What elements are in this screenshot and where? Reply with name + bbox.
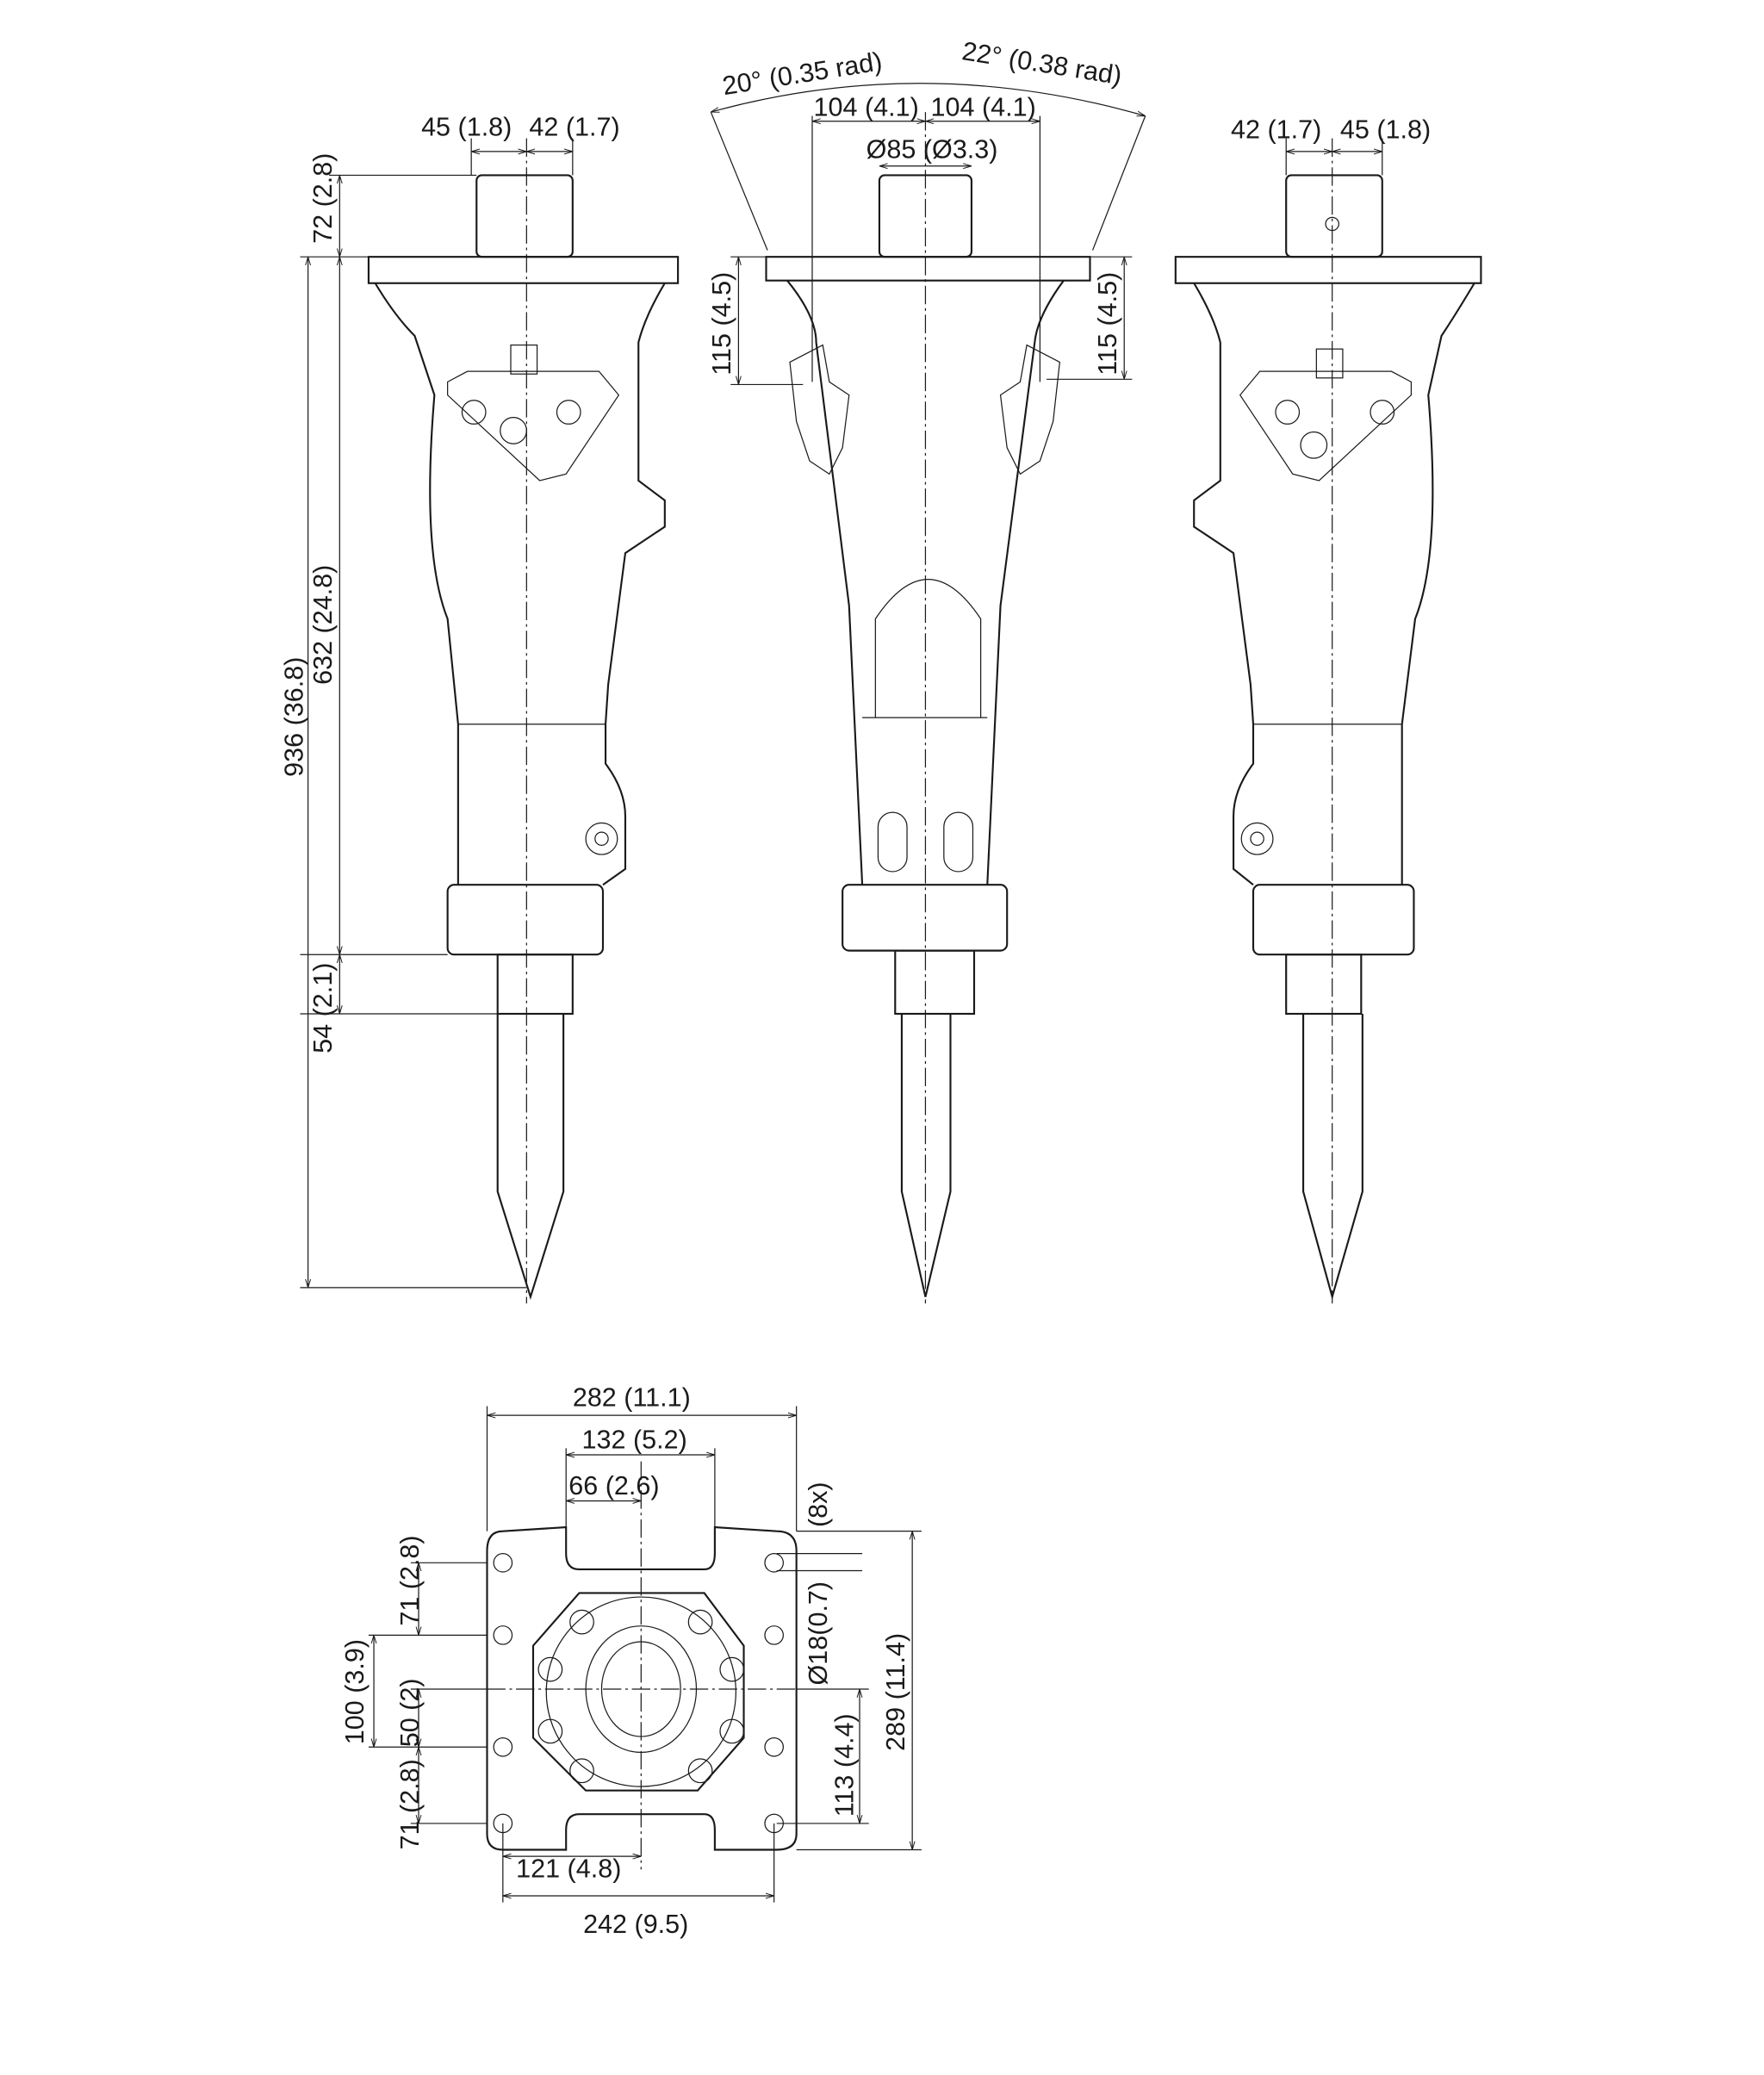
dim-shank-diameter: Ø85 (Ø3.3)	[866, 135, 998, 165]
dim-hole-diameter: Ø18(0.7)	[804, 1581, 833, 1686]
top-view-mounting-plate: 282 (11.1) 132 (5.2) 66 (2.6) (8x) Ø18(0…	[340, 1382, 922, 1939]
dim-hole-half-mid: 50 (2)	[395, 1678, 425, 1747]
side-view-right: 42 (1.7) 45 (1.8)	[1174, 115, 1482, 1304]
dim-hole-half-x: 121 (4.8)	[516, 1854, 621, 1884]
dim-shank-height: 72 (2.8)	[308, 153, 338, 244]
dim-plate-height: 289 (11.4)	[881, 1633, 910, 1751]
dim-port-height-right: 115 (4.5)	[1093, 272, 1122, 376]
dim-offset-left: 104 (4.1)	[814, 93, 919, 122]
dim-bushing-length: 54 (2.1)	[308, 963, 338, 1053]
dim-notch-width: 132 (5.2)	[582, 1425, 687, 1454]
side-view-left: 45 (1.8) 42 (1.7) 72 (2.8) 632 (24.8) 93…	[280, 113, 680, 1304]
dim-hole-span-mid: 100 (3.9)	[340, 1639, 370, 1744]
dim-hole-pitch-bottom: 71 (2.8)	[395, 1759, 425, 1849]
dim-hole-pitch-top: 71 (2.8)	[395, 1535, 425, 1625]
dim-hole-count: (8x)	[804, 1482, 833, 1527]
dim-plate-width: 282 (11.1)	[573, 1382, 691, 1412]
dim-center-offset: 113 (4.4)	[829, 1713, 859, 1817]
dim-shank-left: 45 (1.8)	[421, 113, 512, 142]
dim-shank-right: 42 (1.7)	[529, 113, 619, 142]
dim-hole-span-x: 242 (9.5)	[583, 1910, 688, 1939]
dim-port-height-left: 115 (4.5)	[707, 272, 736, 376]
dim-offset-right: 104 (4.1)	[931, 93, 1036, 122]
dim-notch-half: 66 (2.6)	[568, 1471, 659, 1500]
dim-total-length: 936 (36.8)	[280, 657, 309, 777]
dim-shank-right: 45 (1.8)	[1340, 115, 1431, 145]
dim-shank-left: 42 (1.7)	[1231, 115, 1321, 145]
front-view: 20° (0.35 rad) 22° (0.38 rad) 104 (4.1) …	[707, 36, 1145, 1304]
dim-angle-right: 22° (0.38 rad)	[960, 36, 1124, 90]
dim-body-length: 632 (24.8)	[308, 565, 338, 685]
